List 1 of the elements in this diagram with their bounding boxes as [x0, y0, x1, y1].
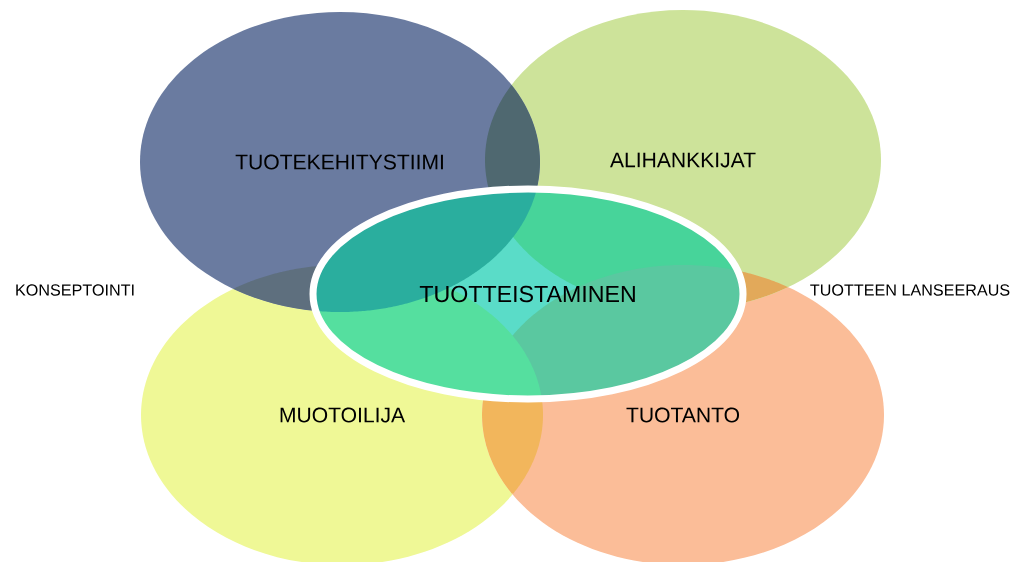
phase-label: KONSEPTOINTI	[16, 284, 134, 296]
